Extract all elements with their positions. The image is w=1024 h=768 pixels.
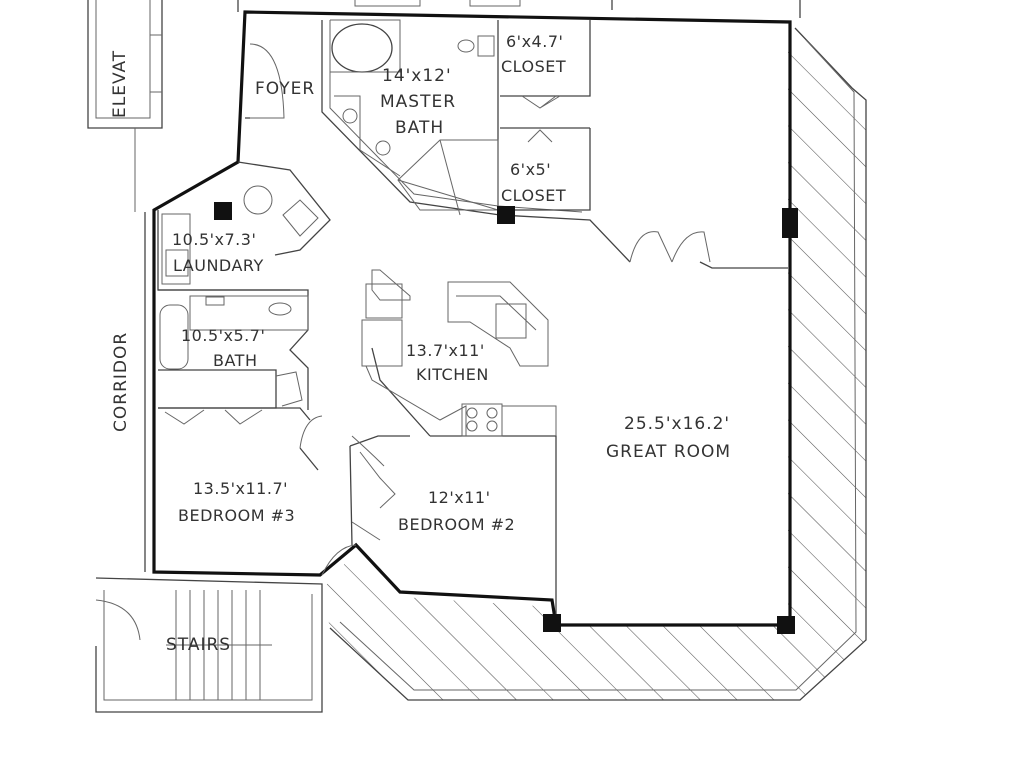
balcony [322, 22, 867, 701]
master-bath-name2-label: BATH [395, 118, 444, 138]
elevator-label: ELEVAT [110, 50, 130, 118]
closet-2-size-label: 6'x5' [510, 160, 551, 179]
master-bath-name-label: MASTER [380, 92, 456, 112]
kitchen-size-label: 13.7'x11' [406, 341, 485, 360]
stairs-label: STAIRS [166, 635, 231, 655]
stairs [95, 577, 323, 713]
laundry-name-label: LAUNDARY [173, 256, 264, 275]
bath-name-label: BATH [213, 351, 257, 370]
great-room-name-label: GREAT ROOM [606, 442, 731, 462]
bedroom-3-size-label: 13.5'x11.7' [193, 479, 288, 498]
interior-walls [157, 19, 788, 625]
elevator-shaft [87, 0, 163, 129]
bath-size-label: 10.5'x5.7' [181, 326, 265, 345]
corridor-walls [134, 128, 146, 572]
bedroom-3-name-label: BEDROOM #3 [178, 506, 295, 525]
kitchen-name-label: KITCHEN [416, 365, 489, 384]
corridor-label: CORRIDOR [111, 332, 131, 432]
bedroom-2-size-label: 12'x11' [428, 488, 490, 507]
master-bath-size-label: 14'x12' [382, 66, 452, 86]
great-room-size-label: 25.5'x16.2' [624, 414, 730, 434]
laundry-size-label: 10.5'x7.3' [172, 230, 256, 249]
bedroom-2-name-label: BEDROOM #2 [398, 515, 515, 534]
closet-1-size-label: 6'x4.7' [506, 32, 563, 51]
upper-neighbor-walls [237, 0, 801, 18]
foyer-label: FOYER [255, 79, 315, 99]
structural-columns [214, 202, 798, 634]
closet-2-name-label: CLOSET [501, 186, 566, 205]
unit-outer-wall [152, 10, 792, 627]
closet-1-name-label: CLOSET [501, 57, 566, 76]
